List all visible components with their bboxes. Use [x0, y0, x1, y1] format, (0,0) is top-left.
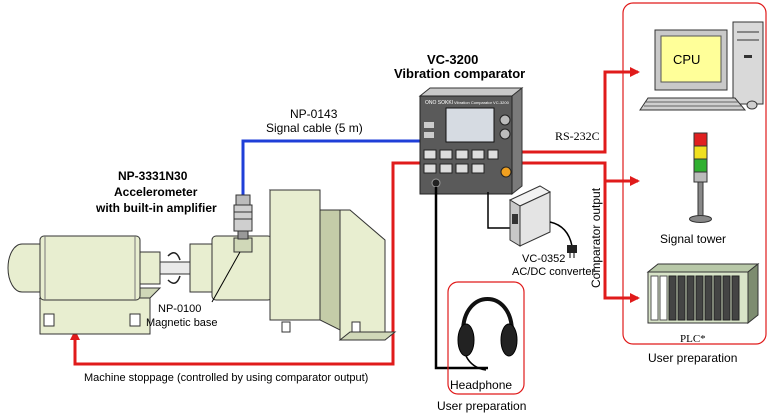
rs232c-label: RS-232C: [555, 129, 600, 143]
headphone-label: Headphone: [450, 378, 512, 392]
comparator-output-link: [520, 161, 640, 303]
device-panel-label: Vibration Comparator VC-3200: [454, 100, 510, 105]
rs232c-link: [520, 67, 640, 154]
machine-illustration: [7, 189, 397, 341]
converter-model: VC-0352: [522, 253, 565, 265]
accelerometer-icon: [233, 194, 253, 240]
signal-cable-model: NP-0143: [290, 107, 338, 121]
machine-stoppage-link: [70, 161, 420, 366]
accelerometer-line1: Accelerometer: [114, 185, 198, 199]
device-brand: ONO SOKKI: [425, 100, 453, 106]
vibration-comparator-device: [418, 86, 524, 196]
device-model: VC-3200: [427, 52, 478, 67]
magnetic-base-leader: [211, 251, 241, 303]
accelerometer-model: NP-3331N30: [118, 169, 188, 183]
plc-label: PLC*: [680, 333, 706, 345]
signal-cable-desc: Signal cable (5 m): [266, 121, 363, 135]
headphone-cable: [434, 187, 488, 370]
signal-tower-icon: [689, 132, 712, 223]
headphone-group: [447, 281, 525, 395]
plc-icon: [646, 262, 760, 325]
signal-cable: [241, 139, 420, 195]
power-cable: [487, 192, 512, 229]
converter-desc: AC/DC converter: [512, 266, 595, 278]
signal-tower-label: Signal tower: [660, 232, 726, 246]
headphone-caption: User preparation: [437, 399, 526, 413]
headphone-icon: [457, 297, 518, 371]
device-name: Vibration comparator: [394, 66, 525, 81]
accelerometer-line2: with built-in amplifier: [95, 201, 217, 215]
computer-icon: [639, 21, 764, 111]
cpu-label: CPU: [673, 52, 700, 67]
comparator-output-label: Comparator output: [589, 187, 603, 288]
magnetic-base-desc: Magnetic base: [146, 317, 218, 329]
magnetic-base-model: NP-0100: [158, 303, 201, 315]
user-preparation-group: [622, 2, 767, 345]
ac-dc-converter-icon: [508, 185, 577, 258]
machine-stoppage-label: Machine stoppage (controlled by using co…: [84, 372, 368, 384]
right-group-caption: User preparation: [648, 351, 737, 365]
